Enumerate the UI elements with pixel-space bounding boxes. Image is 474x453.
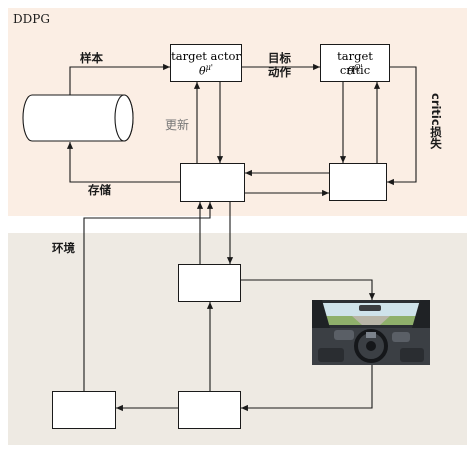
lower-right-box bbox=[178, 391, 241, 429]
target-critic-symbol: θQ' bbox=[347, 63, 363, 78]
lower-left-box bbox=[52, 391, 116, 429]
label-update: 更新 bbox=[165, 118, 190, 132]
driving-camera-image bbox=[312, 300, 430, 365]
target-critic-title: target critic bbox=[337, 49, 373, 77]
label-critic-loss: critic损失 bbox=[429, 93, 443, 149]
target-critic-box: target critic θQ' bbox=[320, 44, 390, 82]
environment-title: 环境 bbox=[52, 241, 75, 255]
critic-box bbox=[329, 163, 387, 201]
ddpg-title: DDPG bbox=[13, 12, 50, 26]
label-store: 存储 bbox=[88, 183, 111, 197]
label-sample: 样本 bbox=[80, 51, 103, 65]
target-actor-box: target actor θμ' bbox=[170, 44, 242, 82]
target-actor-symbol: θμ' bbox=[198, 63, 214, 78]
control-box bbox=[178, 264, 241, 302]
target-actor-title: target actor bbox=[171, 49, 241, 63]
label-target-action-line2: 动作 bbox=[268, 65, 291, 79]
label-target-action-line1: 目标 bbox=[268, 51, 291, 65]
replay-buffer-cylinder bbox=[22, 94, 134, 142]
actor-box bbox=[180, 163, 245, 202]
